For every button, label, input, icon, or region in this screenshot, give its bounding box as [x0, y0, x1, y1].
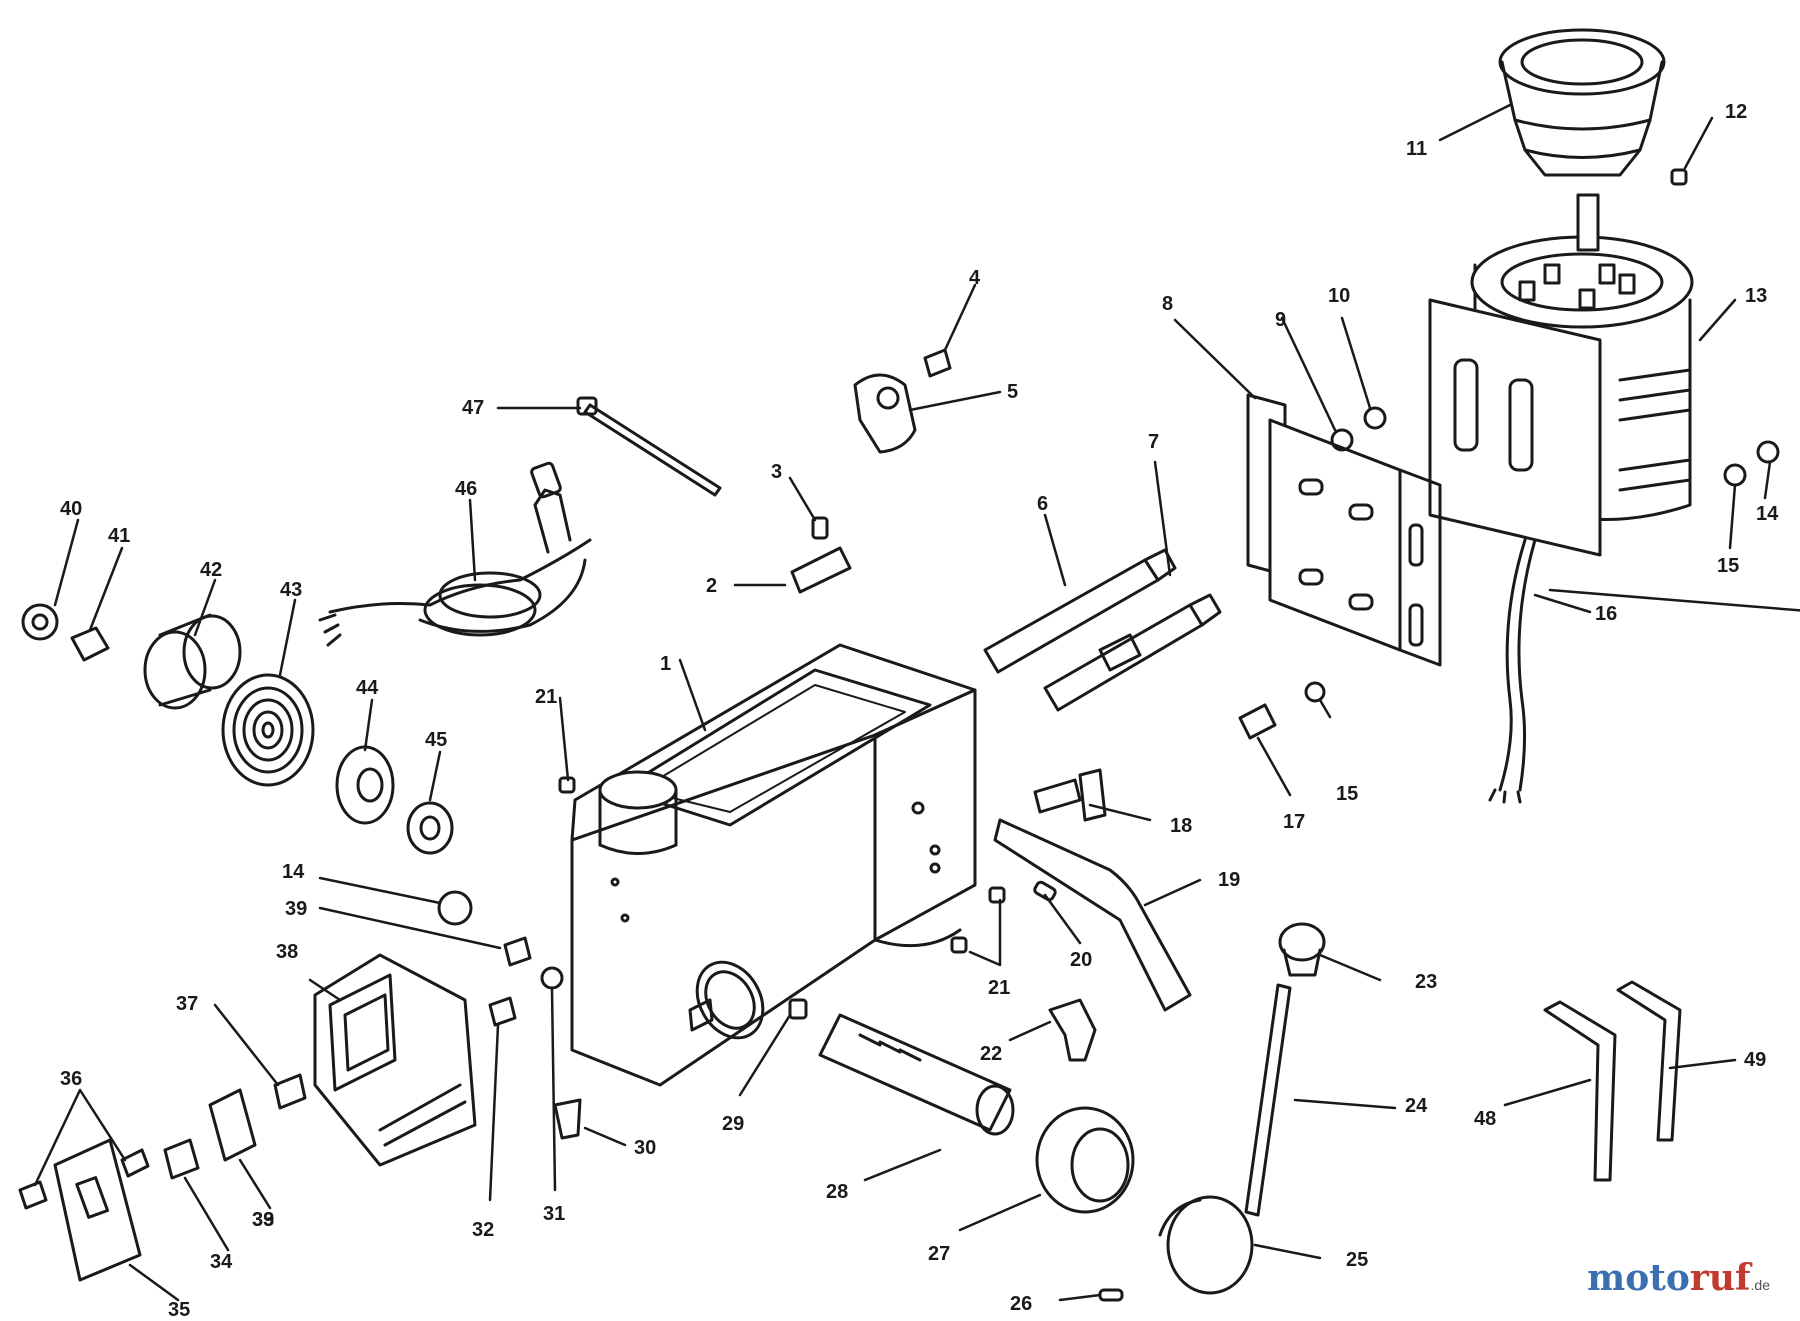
part-label-34: 34	[210, 1251, 233, 1273]
watermark-tld: .de	[1750, 1277, 1770, 1293]
part-label-11: 11	[1406, 138, 1427, 160]
part-label-39-upper: 39	[285, 898, 307, 920]
part-label-31: 31	[543, 1203, 565, 1225]
part-label-27: 27	[928, 1243, 950, 1265]
part-label-39-lower: 39	[252, 1209, 274, 1231]
part-label-33: 33	[252, 1209, 274, 1231]
support-rods	[983, 548, 1222, 712]
part-label-48: 48	[1474, 1108, 1496, 1130]
part-label-29: 29	[722, 1113, 744, 1135]
part-label-14-right: 14	[1756, 503, 1779, 525]
part-label-42: 42	[200, 559, 222, 581]
switch-housing	[313, 953, 477, 1167]
part-label-8: 8	[1162, 293, 1173, 315]
part-label-7: 7	[1148, 431, 1159, 453]
part-label-28: 28	[826, 1181, 848, 1203]
motor-bracket	[1246, 393, 1442, 667]
part-label-10: 10	[1328, 285, 1350, 307]
part-label-12: 12	[1725, 101, 1747, 123]
part-label-44: 44	[356, 677, 379, 699]
part-label-15-mid: 15	[1336, 783, 1358, 805]
part-label-24: 24	[1405, 1095, 1428, 1117]
part-label-21-right: 21	[988, 977, 1010, 999]
part-label-20: 20	[1070, 949, 1092, 971]
part-label-40: 40	[60, 498, 82, 520]
part-label-19: 19	[1218, 869, 1240, 891]
part-label-9: 9	[1275, 309, 1286, 331]
part-label-46: 46	[455, 478, 477, 500]
head-casting	[570, 643, 977, 1087]
part-label-41: 41	[108, 525, 130, 547]
part-label-17: 17	[1283, 811, 1305, 833]
part-labels: 1 2 3 4 5 6 7 8 9 10 11 12 13 14 14 15 1…	[60, 101, 1779, 1321]
part-label-13: 13	[1745, 285, 1767, 307]
part-label-2: 2	[706, 575, 717, 597]
part-label-49: 49	[1744, 1049, 1766, 1071]
watermark-part2: ruf	[1689, 1257, 1751, 1299]
part-label-5: 5	[1007, 381, 1018, 403]
part-label-4: 4	[969, 267, 981, 289]
part-label-47: 47	[462, 397, 484, 419]
part-label-30: 30	[634, 1137, 656, 1159]
leader-lines	[33, 103, 1800, 1302]
part-label-21-left: 21	[535, 686, 557, 708]
small-hardware	[437, 168, 1780, 1302]
part-label-25: 25	[1346, 1249, 1368, 1271]
part-label-38: 38	[276, 941, 298, 963]
part-label-35: 35	[168, 1299, 190, 1321]
part-label-32: 32	[472, 1219, 494, 1241]
part-label-36: 36	[60, 1068, 82, 1090]
motor	[1428, 193, 1694, 804]
part-label-45: 45	[425, 729, 447, 751]
motor-pulley	[1498, 28, 1666, 177]
part-label-43: 43	[280, 579, 302, 601]
part-label-37: 37	[176, 993, 198, 1015]
part-label-22: 22	[980, 1043, 1002, 1065]
switch-parts	[18, 1073, 307, 1210]
part-label-26: 26	[1010, 1293, 1032, 1315]
part-label-23: 23	[1415, 971, 1437, 993]
switch-plate	[53, 1138, 142, 1282]
long-rod	[576, 396, 722, 497]
part-label-18: 18	[1170, 815, 1192, 837]
spindle-pulley-parts	[21, 603, 454, 855]
part-label-3: 3	[771, 461, 782, 483]
watermark-logo: motoruf.de	[1587, 1257, 1770, 1299]
part-label-1: 1	[660, 653, 671, 675]
part-label-15-right: 15	[1717, 555, 1739, 577]
power-cord	[318, 461, 592, 647]
part-label-6: 6	[1037, 493, 1048, 515]
watermark-part1: moto	[1587, 1257, 1690, 1299]
part-label-14-left: 14	[282, 861, 305, 883]
part-label-16: 16	[1595, 603, 1617, 625]
